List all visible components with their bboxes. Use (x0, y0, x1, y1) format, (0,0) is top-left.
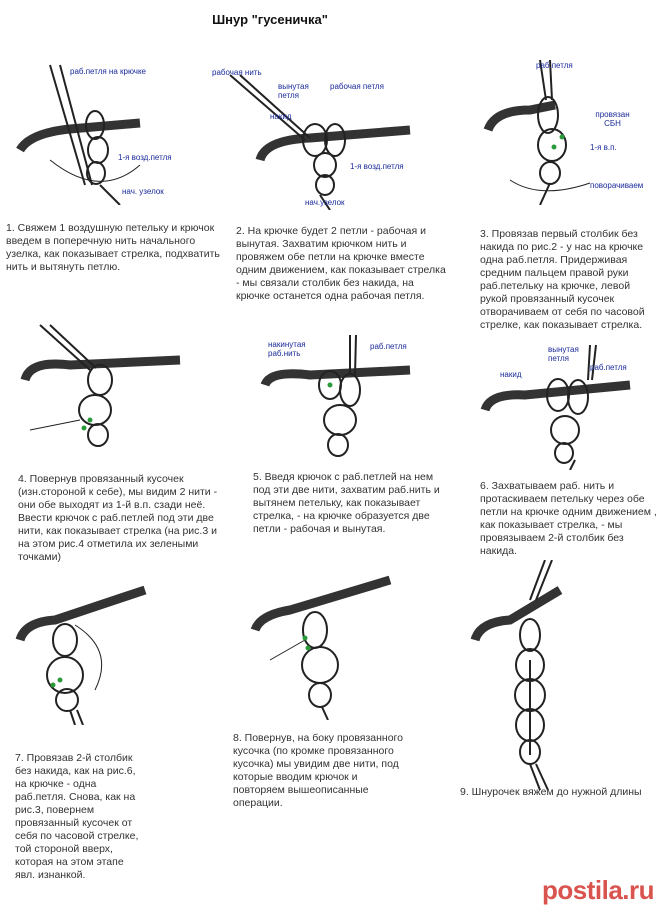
label-pulled-loop: вынутая петля (278, 82, 309, 100)
step-6-text: 6. Захватываем раб. нить и протаскиваем … (480, 480, 657, 557)
step-4-text: 4. Повернув провязанный кусочек (изн.сто… (18, 473, 218, 563)
step-8-text: 8. Повернув, на боку провязанного кусочк… (233, 732, 403, 809)
label-working-yarn: рабочая нить (212, 68, 262, 77)
page-title: Шнур "гусеничка" (212, 12, 328, 27)
watermark-logo: postila.ru (541, 875, 655, 905)
figure-6-illustration: накид вынутая петля раб.петля (480, 335, 655, 470)
step-9-text: 9. Шнурочек вяжем до нужной длины (460, 786, 642, 798)
label-first-ch: 1-я в.п. (590, 143, 617, 152)
label-working-loop: рабочая петля (330, 82, 384, 91)
step-5-text: 5. Введя крючок с раб.петлей на нем под … (253, 471, 440, 535)
step-2-text: 2. На крючке будет 2 петли - рабочая и в… (236, 225, 446, 302)
label-working-loop: раб.петля (536, 61, 573, 70)
figure-9-illustration (470, 560, 600, 790)
label-first-chain: 1-я возд.петля (118, 153, 172, 162)
figure-5-illustration: накинутая раб.нить раб.петля (250, 330, 420, 465)
label-working-loop: раб.петля на крючке (70, 67, 146, 76)
step-7-text: 7. Провязав 2-й столбик без накида, как … (15, 752, 139, 881)
label-yarn-over: накинутая раб.нить (268, 340, 306, 358)
label-first-chain: 1-я возд.петля (350, 162, 404, 171)
label-yarn-over: накид (500, 370, 522, 379)
figure-1-illustration: раб.петля на крючке 1-я возд.петля нач. … (10, 55, 200, 205)
figure-7-illustration (15, 580, 165, 725)
label-working-loop: раб.петля (370, 342, 407, 351)
step-1-text: 1. Свяжем 1 воздушную петельку и крючок … (6, 222, 220, 273)
label-slip-knot: нач.узелок (305, 198, 345, 207)
step-3-text: 3. Провязав первый столбик без накида по… (480, 228, 645, 331)
label-turn: поворачиваем (590, 181, 644, 190)
figure-4-illustration (20, 320, 190, 460)
label-slip-knot: нач. узелок (122, 187, 164, 196)
label-pulled-loop: вынутая петля (548, 345, 579, 363)
label-sc-done: провязан СБН (595, 110, 630, 128)
figure-3-illustration: раб.петля провязан СБН 1-я в.п. поворачи… (480, 55, 655, 205)
figure-8-illustration (250, 570, 400, 720)
figure-2-illustration: рабочая нить вынутая петля рабочая петля… (210, 60, 430, 210)
label-yarn-over: накид (270, 112, 292, 121)
label-working-loop: раб.петля (590, 363, 627, 372)
